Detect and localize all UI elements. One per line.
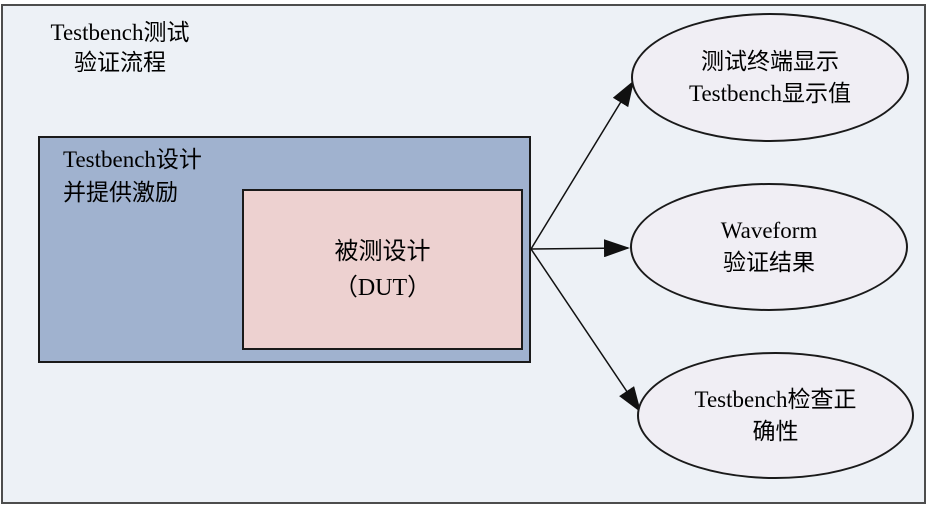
output-ellipse-waveform-text: Waveform 验证结果	[721, 215, 818, 279]
testbench-box-label-line2: 并提供激励	[63, 180, 178, 205]
output-check-line2: 确性	[752, 418, 799, 444]
testbench-box-label-line1: Testbench设计	[63, 147, 202, 172]
output-ellipse-terminal-display-text: 测试终端显示 Testbench显示值	[689, 46, 851, 110]
diagram-title-line1: Testbench测试	[50, 20, 190, 45]
dut-box-line2: （DUT）	[333, 274, 432, 301]
output-check-line1: Testbench检查正	[694, 386, 857, 412]
output-ellipse-testbench-check-text: Testbench检查正 确性	[695, 384, 857, 448]
output-ellipse-waveform: Waveform 验证结果	[630, 183, 908, 311]
diagram-title: Testbench测试 验证流程	[24, 18, 216, 78]
output-waveform-line2: 验证结果	[723, 250, 815, 275]
dut-box-line1: 被测设计	[334, 238, 431, 265]
output-terminal-line2: Testbench显示值	[689, 80, 851, 106]
output-ellipse-testbench-check: Testbench检查正 确性	[637, 352, 914, 479]
output-terminal-line1: 测试终端显示	[700, 48, 839, 74]
dut-box: 被测设计 （DUT）	[242, 189, 523, 350]
testbench-box-label: Testbench设计 并提供激励	[63, 143, 202, 209]
output-waveform-line1: Waveform	[720, 218, 818, 243]
output-ellipse-terminal-display: 测试终端显示 Testbench显示值	[631, 13, 909, 142]
testbench-box: Testbench设计 并提供激励 被测设计 （DUT）	[38, 136, 531, 363]
diagram-title-line2: 验证流程	[74, 50, 166, 75]
